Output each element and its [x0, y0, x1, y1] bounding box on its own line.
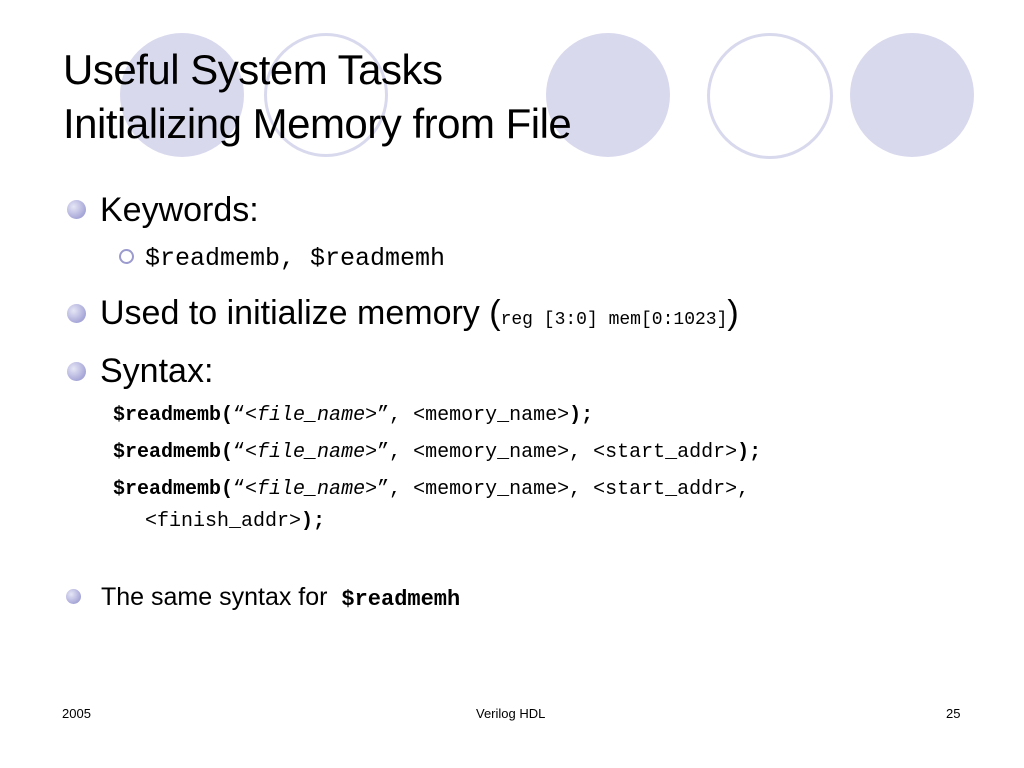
syntax-mem: <memory_name>: [413, 404, 570, 427]
syntax-mem: <memory_name>: [413, 478, 570, 501]
used-to-initialize-text: Used to initialize memory (reg [3:0] mem…: [100, 294, 739, 333]
footer-date: 2005: [62, 706, 91, 721]
syntax-file: <file_name>: [245, 441, 378, 464]
bullet-icon: [67, 362, 86, 381]
syntax-line-3: $readmemb(“<file_name>”, <memory_name>, …: [113, 478, 749, 501]
used-close: ): [727, 294, 739, 332]
syntax-start: <start_addr>: [593, 478, 738, 501]
syntax-quote-sep: ”,: [377, 404, 414, 427]
syntax-line-3-continued: <finish_addr>);: [145, 510, 325, 533]
bullet-icon: [67, 304, 86, 323]
bullet-icon: [67, 200, 86, 219]
same-text: The same syntax for: [101, 583, 328, 611]
syntax-open-quote: “: [233, 478, 246, 501]
syntax-sep: ,: [569, 441, 594, 464]
sub-bullet-icon: [119, 249, 134, 264]
syntax-file: <file_name>: [245, 478, 378, 501]
syntax-file: <file_name>: [245, 404, 378, 427]
syntax-finish: <finish_addr>: [145, 510, 302, 533]
decorative-circle: [850, 33, 974, 157]
used-code: reg [3:0] mem[0:1023]: [500, 310, 728, 330]
slide-title: Useful System Tasks Initializing Memory …: [63, 43, 572, 151]
footer-page-number: 25: [946, 706, 961, 721]
same-syntax-text: The same syntax for $readmemh: [101, 583, 460, 612]
syntax-start: <start_addr>: [593, 441, 738, 464]
syntax-fn: $readmemb(: [113, 478, 234, 501]
used-text: Used to initialize memory (: [100, 294, 501, 332]
syntax-line-1: $readmemb(“<file_name>”, <memory_name>);: [113, 404, 593, 427]
syntax-open-quote: “: [233, 404, 246, 427]
decorative-circle-outline: [264, 33, 388, 157]
syntax-quote-sep: ”,: [377, 441, 414, 464]
syntax-open-quote: “: [233, 441, 246, 464]
syntax-fn: $readmemb(: [113, 404, 234, 427]
syntax-end: );: [301, 510, 326, 533]
decorative-circle: [120, 33, 244, 157]
keywords-value: $readmemb, $readmemh: [145, 244, 446, 273]
footer-title: Verilog HDL: [476, 706, 546, 721]
slide-title-line-2: Initializing Memory from File: [63, 100, 572, 147]
syntax-end: );: [569, 404, 594, 427]
keywords-label: Keywords:: [100, 191, 259, 229]
syntax-fn: $readmemb(: [113, 441, 234, 464]
decorative-circle: [546, 33, 670, 157]
syntax-quote-sep: ”,: [377, 478, 414, 501]
syntax-end: );: [737, 441, 762, 464]
syntax-line-2: $readmemb(“<file_name>”, <memory_name>, …: [113, 441, 761, 464]
bullet-icon: [66, 589, 81, 604]
syntax-sep: ,: [569, 478, 594, 501]
decorative-circle-outline: [707, 33, 833, 159]
same-code: $readmemh: [341, 587, 461, 612]
syntax-trailing-comma: ,: [737, 478, 750, 501]
slide-title-line-1: Useful System Tasks: [63, 46, 443, 93]
syntax-mem: <memory_name>: [413, 441, 570, 464]
syntax-label: Syntax:: [100, 352, 214, 390]
